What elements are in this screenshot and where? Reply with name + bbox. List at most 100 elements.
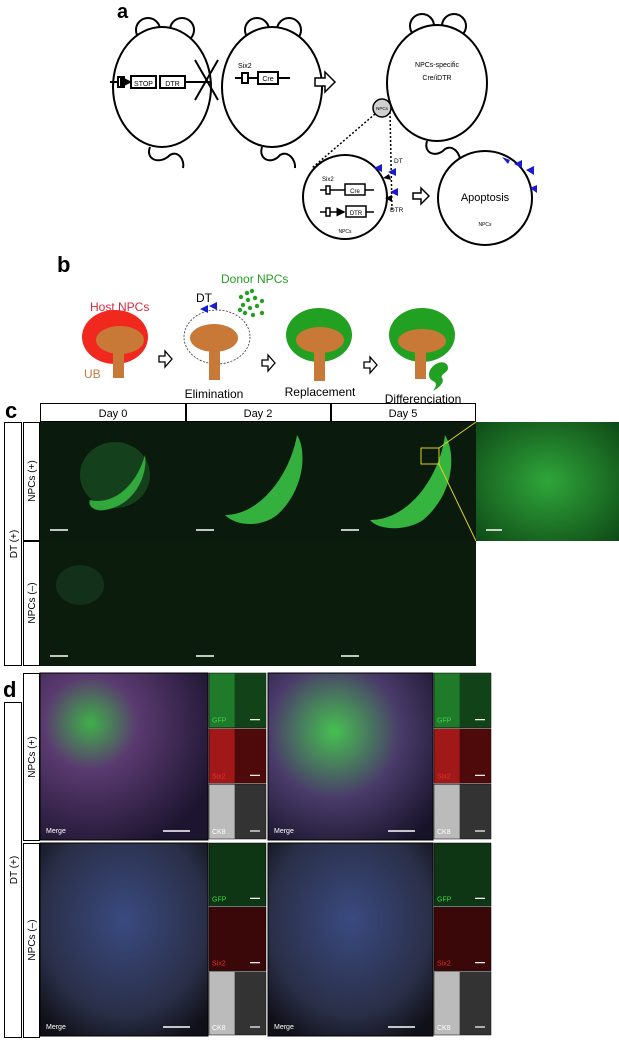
image-day2-npcs-minus — [186, 541, 331, 666]
zoom-lines — [438, 421, 477, 542]
cell-cre-gene: Cre — [350, 189, 360, 195]
dt-row-label: DT (+) — [9, 530, 20, 558]
step-elimination: Elimination — [185, 387, 244, 401]
channel-six2-image — [208, 907, 267, 971]
step-differentiation: Differenciation — [385, 392, 462, 406]
mouse-idtr — [110, 17, 212, 169]
channel-label: Six2 — [437, 961, 451, 968]
channel-label: CK8 — [212, 1025, 226, 1032]
channel-shading — [459, 784, 491, 839]
channel-label: Six2 — [212, 961, 226, 968]
arrow-right-icon — [314, 70, 337, 94]
donor-cells-icon — [237, 288, 265, 318]
mouse-line-text-1: NPCs-specific — [415, 62, 459, 69]
channel-gfp-image — [433, 842, 492, 907]
mouse-line-text-2: Cre/iDTR — [422, 75, 451, 82]
cell-dtr-gene: DTR — [350, 211, 363, 217]
zoom-box — [420, 447, 440, 465]
panel-b-label: b — [57, 252, 70, 277]
apoptotic-cell — [437, 150, 537, 246]
channel-label: CK8 — [437, 829, 451, 836]
image-day0-npcs-plus — [40, 422, 186, 541]
channel-shading — [234, 971, 266, 1035]
column-header-day2 — [186, 403, 331, 422]
arrow-right-icon — [158, 349, 173, 369]
channel-label: CK8 — [212, 829, 226, 836]
column-header-day0 — [40, 403, 186, 422]
merge-label: Merge — [274, 828, 294, 835]
mouse-cre-idtr — [386, 13, 488, 163]
apoptosis-title: Apoptosis — [461, 192, 510, 204]
merge-image — [267, 672, 434, 841]
channel-shading — [459, 728, 491, 784]
npcs-minus-row-box — [23, 541, 40, 666]
column-day2: Day 2 — [244, 408, 273, 420]
dt-label: DT — [394, 158, 403, 165]
channel-shading — [459, 971, 491, 1035]
npcs-region-label: NPCs — [376, 106, 389, 111]
row-npcs-minus: NPCs (–) — [27, 582, 38, 623]
column-day0: Day 0 — [99, 408, 128, 420]
ub-label: UB — [84, 367, 101, 381]
cell-six2-promoter: Six2 — [322, 177, 334, 183]
stop-cassette: STOP — [134, 81, 153, 88]
cross-icon — [194, 59, 219, 101]
donor-npcs-label: Donor NPCs — [221, 272, 288, 286]
channel-shading — [459, 673, 491, 728]
channel-label: GFP — [212, 718, 227, 725]
merge-label: Merge — [46, 1024, 66, 1031]
npc-cell — [302, 154, 398, 240]
dtr-label: DTR — [390, 207, 404, 214]
channel-label: GFP — [212, 896, 227, 903]
apoptotic-cell-name: NPCs — [478, 222, 492, 228]
npcs-plus-row-box — [23, 422, 40, 541]
eliminated-kidney — [183, 309, 251, 380]
channel-label: Six2 — [212, 773, 226, 780]
row-npcs-plus: NPCs (+) — [27, 460, 38, 501]
panel-d-label: d — [3, 677, 16, 702]
dtr-gene: DTR — [165, 81, 179, 88]
image-day5-magnified — [476, 422, 619, 541]
dt-row-box — [4, 422, 22, 666]
dt-label: DT — [196, 291, 213, 305]
cell-name: NPCs — [338, 229, 352, 235]
arrow-right-icon — [412, 186, 431, 206]
host-npcs-label: Host NPCs — [90, 300, 149, 314]
column-day5: Day 5 — [389, 408, 418, 420]
image-day2-npcs-plus — [186, 422, 331, 541]
arrow-right-icon — [261, 353, 276, 373]
d-row-npcs-plus: NPCs (+) — [27, 736, 38, 777]
merge-image — [39, 672, 209, 841]
merge-image — [267, 842, 434, 1037]
channel-shading — [234, 728, 266, 784]
mouse-six2-cre — [221, 17, 323, 169]
channel-label: Six2 — [437, 773, 451, 780]
channel-gfp-image — [208, 842, 267, 907]
channel-six2-image — [433, 907, 492, 971]
panel-c-label: c — [5, 398, 17, 423]
merge-image — [39, 842, 209, 1037]
dt-toxin-icon — [200, 302, 217, 313]
d-dt-row-box — [4, 702, 22, 1038]
channel-shading — [234, 784, 266, 839]
npcs-region — [372, 98, 392, 118]
image-day5-npcs-plus — [331, 422, 476, 541]
merge-label: Merge — [46, 828, 66, 835]
arrow-right-icon — [363, 355, 378, 375]
d-row-npcs-minus: NPCs (–) — [27, 919, 38, 960]
differentiated-kidney — [389, 308, 455, 391]
step-replacement: Replacement — [285, 385, 356, 399]
replaced-kidney — [286, 308, 352, 381]
panel-a-label: a — [117, 1, 129, 23]
channel-label: GFP — [437, 896, 452, 903]
merge-label: Merge — [274, 1024, 294, 1031]
channel-label: CK8 — [437, 1025, 451, 1032]
image-day0-npcs-minus — [40, 541, 186, 666]
d-dt-row-label: DT (+) — [9, 856, 20, 884]
